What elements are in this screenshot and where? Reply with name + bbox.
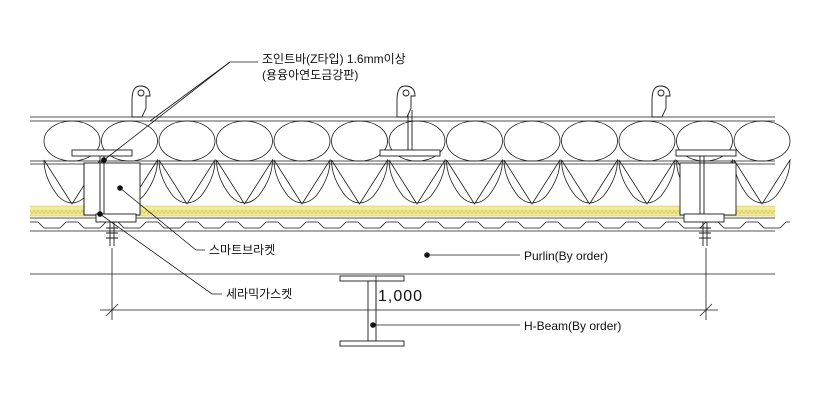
dimension-line	[100, 248, 718, 320]
insulation-roll-bottom	[561, 158, 618, 205]
lower-sheet	[30, 217, 790, 232]
leader-dots	[97, 157, 430, 328]
insulation-roll-bottom	[158, 158, 216, 205]
ceramic-gasket-layer	[30, 205, 775, 217]
seam-clip	[651, 85, 671, 118]
glass-wool-insulation	[43, 120, 791, 205]
joint-bar-label: 조인트바(Z타입) 1.6mm이상	[262, 52, 406, 66]
seam-clip	[396, 85, 416, 118]
insulation-roll-bottom	[273, 158, 331, 205]
joint-bar-middle	[379, 110, 441, 157]
seam-clips	[131, 85, 671, 118]
insulation-roll-top	[273, 120, 331, 162]
insulation-roll-top	[388, 120, 446, 162]
seam-clip-head	[657, 89, 665, 97]
insulation-roll-bottom	[618, 158, 676, 205]
insulation-roll-top	[331, 120, 388, 162]
insulation-roll-top	[676, 120, 733, 162]
insulation-roll-bottom	[331, 158, 388, 205]
h-beam-label: H-Beam(By order)	[524, 319, 622, 333]
insulation-roll-bottom	[446, 158, 503, 205]
leader-lines	[99, 61, 520, 326]
span-dimension: 1,000	[378, 288, 424, 305]
smart-bracket-label: 스마트브라켓	[209, 243, 276, 257]
insulation-roll-bottom	[503, 158, 561, 205]
insulation-roll-top	[733, 120, 791, 162]
h-beam	[339, 275, 405, 347]
seam-clip-head	[402, 89, 410, 97]
insulation-roll-top	[101, 120, 158, 162]
insulation-roll-top	[158, 120, 216, 162]
purlin-label: Purlin(By order)	[524, 249, 609, 263]
insulation-roll-top	[618, 120, 676, 162]
smart-bracket-right	[675, 149, 737, 246]
seam-clip-head	[137, 89, 145, 97]
insulation-roll-top	[43, 120, 101, 162]
insulation-roll-top	[503, 120, 561, 162]
insulation-roll-bottom	[733, 158, 791, 205]
insulation-roll-bottom	[216, 158, 273, 205]
insulation-roll-top	[216, 120, 273, 162]
seam-clip	[131, 85, 151, 118]
insulation-roll-bottom	[388, 158, 446, 205]
ceramic-gasket-label: 세라믹가스켓	[226, 287, 293, 301]
joint-bar-material-label: (용융아연도금강판)	[262, 68, 359, 82]
insulation-roll-top	[446, 120, 503, 162]
insulation-roll-top	[561, 120, 618, 162]
smart-bracket-left	[71, 149, 141, 246]
